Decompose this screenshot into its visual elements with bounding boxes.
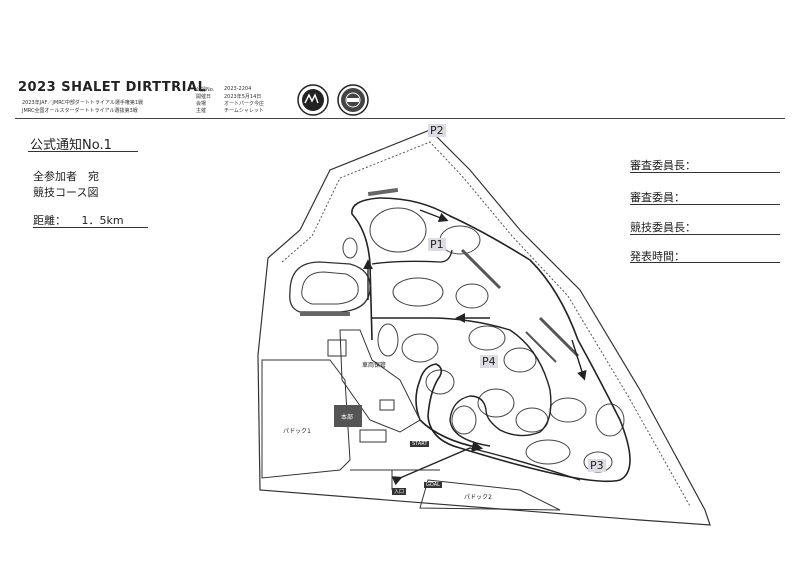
- signature-line-2: [630, 204, 780, 205]
- goal-tag: GOAL: [424, 482, 442, 488]
- course-route-upper: [371, 249, 453, 265]
- course-route: [351, 197, 631, 483]
- entrance-tag: 入口: [392, 488, 407, 495]
- notice-title: 公式通知No.1: [30, 138, 112, 153]
- signature-chief-steward: 審査委員長：: [630, 159, 696, 172]
- arrow-3: [571, 339, 587, 381]
- map-label-p4: P4: [480, 355, 498, 368]
- notice-title-underline: [28, 151, 138, 152]
- facility-building-2: [359, 429, 387, 443]
- signature-line-3: [630, 234, 780, 235]
- info-label-permit: 公認No.: [196, 87, 215, 93]
- info-value-date: 2023年5月14日: [224, 94, 262, 100]
- finish-line: [391, 447, 581, 486]
- signature-steward: 審査委員：: [630, 191, 685, 204]
- course-route-inner: [372, 317, 552, 447]
- barrier-mid: [525, 331, 557, 363]
- paddock2-label: パドック2: [464, 494, 492, 501]
- distance-label: 距離：: [33, 214, 66, 227]
- start-tag: START: [410, 441, 430, 447]
- info-value-organizer: チームシャレット: [224, 108, 264, 114]
- hq-building: [334, 405, 362, 427]
- hq-label: 本部: [341, 414, 354, 421]
- club-logo: [337, 84, 369, 116]
- distance-row: 距離： 1．5km: [33, 212, 124, 228]
- signature-line-4: [630, 262, 780, 263]
- signature-clerk-of-course: 競技委員長：: [630, 221, 696, 234]
- facility-outline: [339, 329, 421, 433]
- facility-building-3: [327, 339, 347, 357]
- islands: [342, 207, 625, 473]
- vehicle-storage-label: 車両保管: [362, 362, 387, 369]
- map-label-p3: P3: [588, 459, 606, 472]
- signature-announce-time: 発表時間：: [630, 250, 685, 263]
- barrier-right: [538, 316, 580, 358]
- info-label-date: 開催日: [196, 94, 212, 100]
- paddock2-boundary: [419, 479, 561, 511]
- map-label-p2: P2: [428, 124, 446, 137]
- distance-underline: [33, 227, 148, 228]
- event-title: 2023 SHALET DIRTTRIAL: [18, 80, 207, 95]
- info-value-permit: 2023-2204: [224, 86, 252, 92]
- series-line-2: JMRC全国オールスターダートトライアル選抜第3戦: [22, 108, 138, 114]
- left-barrier: [300, 312, 350, 316]
- paddock1-boundary: [261, 359, 351, 479]
- arrow-1: [419, 209, 449, 223]
- map-label-p1: P1: [428, 238, 446, 251]
- top-barrier: [367, 187, 399, 197]
- info-label-organizer: 主催: [196, 108, 207, 114]
- venue-inner-fence: [281, 141, 691, 507]
- course-label: 競技コース図: [33, 186, 99, 199]
- distance-value: 1．5km: [81, 214, 124, 227]
- barrier-center: [460, 248, 502, 290]
- signature-line-1: [630, 172, 780, 173]
- series-line-1: 2023年JAF／JMRC中部ダートトライアル選手権第1戦: [22, 100, 144, 106]
- left-loop-inner: [301, 271, 359, 305]
- jmrc-logo: [297, 84, 329, 116]
- info-value-venue: オートパーク今庄: [224, 101, 265, 107]
- venue-outer-boundary: [257, 129, 711, 526]
- info-label-venue: 会場: [196, 101, 207, 107]
- addressee: 全参加者 宛: [33, 170, 99, 183]
- header-rule: [15, 118, 785, 119]
- paddock1-label: パドック1: [283, 428, 311, 435]
- facility-building-1: [379, 399, 395, 411]
